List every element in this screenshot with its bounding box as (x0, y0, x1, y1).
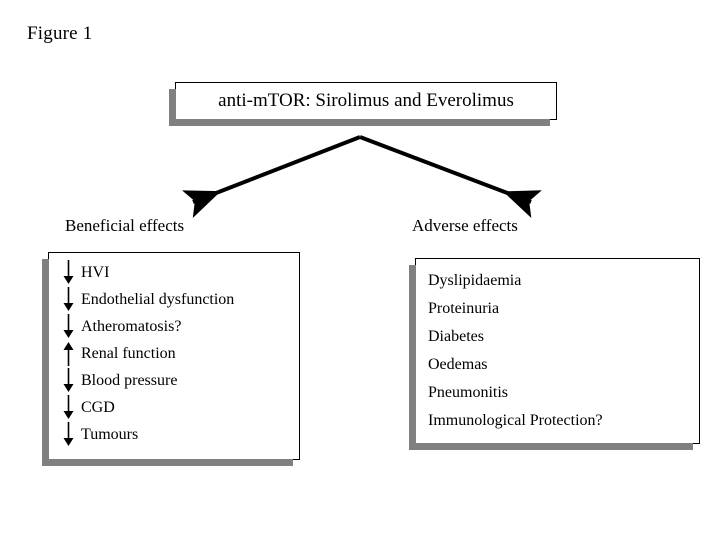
list-item-label: HVI (81, 263, 110, 281)
list-item: Pneumonitis (428, 379, 691, 407)
list-item-label: Oedemas (428, 356, 488, 373)
list-item: Oedemas (428, 351, 691, 379)
list-item: Atheromatosis? (59, 313, 291, 340)
list-item-label: Dyslipidaemia (428, 272, 522, 289)
down-arrow-icon (59, 421, 81, 448)
list-item-label: Diabetes (428, 328, 484, 345)
adverse-effects-label: Adverse effects (412, 216, 518, 235)
down-arrow-icon (59, 286, 81, 313)
list-item-label: Atheromatosis? (81, 317, 182, 335)
down-arrow-icon (59, 259, 81, 286)
list-item-label: Blood pressure (81, 371, 178, 389)
list-item: Renal function (59, 340, 291, 367)
arrow-to-adverse (359, 135, 542, 218)
list-item: CGD (59, 394, 291, 421)
down-arrow-icon (59, 367, 81, 394)
list-item-label: Endothelial dysfunction (81, 290, 235, 308)
figure-caption: Figure 1 (27, 23, 93, 44)
list-item: HVI (59, 259, 291, 286)
list-item-label: Renal function (81, 344, 176, 362)
list-item: Immunological Protection? (428, 407, 691, 435)
down-arrow-icon (59, 313, 81, 340)
list-item: Diabetes (428, 323, 691, 351)
list-item: Dyslipidaemia (428, 267, 691, 295)
arrow-to-beneficial (182, 135, 361, 218)
list-item: Blood pressure (59, 367, 291, 394)
list-item-label: Pneumonitis (428, 384, 509, 401)
list-item-label: CGD (81, 398, 115, 416)
list-item: Endothelial dysfunction (59, 286, 291, 313)
title-box-label: anti-mTOR: Sirolimus and Everolimus (218, 90, 514, 111)
list-item-label: Immunological Protection? (428, 412, 603, 429)
beneficial-effects-label: Beneficial effects (65, 216, 185, 235)
title-box: anti-mTOR: Sirolimus and Everolimus (169, 82, 557, 126)
list-item-label: Tumours (81, 425, 139, 443)
up-arrow-icon (59, 340, 81, 367)
list-item: Proteinuria (428, 295, 691, 323)
list-item: Tumours (59, 421, 291, 448)
list-item-label: Proteinuria (428, 300, 500, 317)
down-arrow-icon (59, 394, 81, 421)
